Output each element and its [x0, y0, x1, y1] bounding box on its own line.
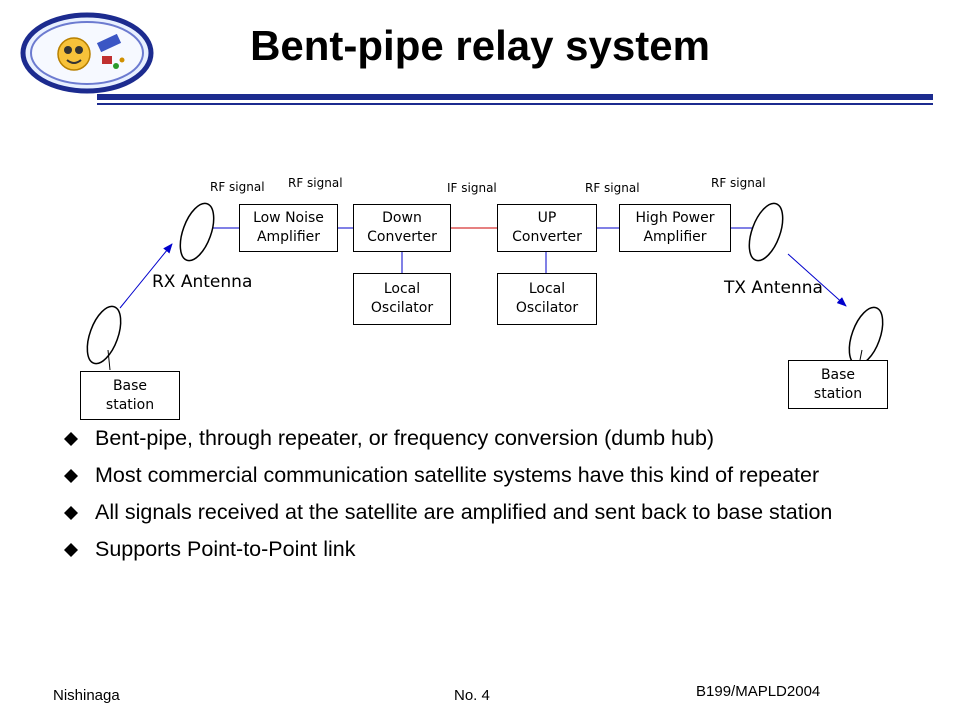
diamond-bullet-icon [64, 543, 78, 557]
rx-antenna-label: RX Antenna [152, 272, 253, 292]
bullet-text: All signals received at the satellite ar… [95, 500, 833, 524]
local-oscillator-1-block: Local Oscilator [353, 273, 451, 325]
bullet-item: Most commercial communication satellite … [64, 462, 904, 489]
diamond-bullet-icon [64, 506, 78, 520]
signal-label-rf-1: RF signal [210, 180, 265, 194]
signal-label-rf-2: RF signal [288, 176, 343, 190]
up-converter-block: UP Converter [497, 204, 597, 252]
hpa-block: High Power Amplifier [619, 204, 731, 252]
ground-antenna-right-icon [848, 306, 884, 366]
bullet-item: All signals received at the satellite ar… [64, 499, 904, 526]
satellite-mission-logo-icon [20, 12, 154, 94]
signal-label-rf-4: RF signal [711, 176, 766, 190]
relay-diagram: RF signal RF signal IF signal RF signal … [0, 160, 960, 430]
tx-antenna-label: TX Antenna [724, 278, 823, 298]
title-rule-thin [97, 103, 933, 105]
diamond-bullet-icon [64, 469, 78, 483]
signal-label-rf-3: RF signal [585, 181, 640, 195]
local-oscillator-2-block: Local Oscilator [497, 273, 597, 325]
bullet-item: Bent-pipe, through repeater, or frequenc… [64, 425, 904, 452]
title-rule-thick [97, 94, 933, 100]
rx-antenna-icon [179, 202, 215, 262]
bullet-text: Bent-pipe, through repeater, or frequenc… [95, 426, 715, 450]
base-station-right-block: Base station [788, 360, 888, 409]
bullet-text: Most commercial communication satellite … [95, 463, 820, 487]
ground-antenna-left-icon [86, 305, 122, 371]
base-station-left-block: Base station [80, 371, 180, 420]
footer-page-number: No. 4 [454, 687, 490, 704]
bullet-list: Bent-pipe, through repeater, or frequenc… [64, 425, 904, 573]
diamond-bullet-icon [64, 432, 78, 446]
downlink-arrow [787, 253, 847, 307]
diagram-lines [86, 202, 884, 371]
tx-antenna-icon [748, 202, 784, 262]
footer-reference: B199/MAPLD2004 [696, 683, 821, 700]
uplink-arrow [119, 243, 173, 309]
down-converter-block: Down Converter [353, 204, 451, 252]
lna-block: Low Noise Amplifier [239, 204, 338, 252]
bullet-text: Supports Point-to-Point link [95, 537, 356, 561]
page-title: Bent-pipe relay system [250, 22, 710, 69]
signal-label-if: IF signal [447, 181, 497, 195]
bullet-item: Supports Point-to-Point link [64, 536, 904, 563]
footer-author: Nishinaga [53, 687, 120, 704]
